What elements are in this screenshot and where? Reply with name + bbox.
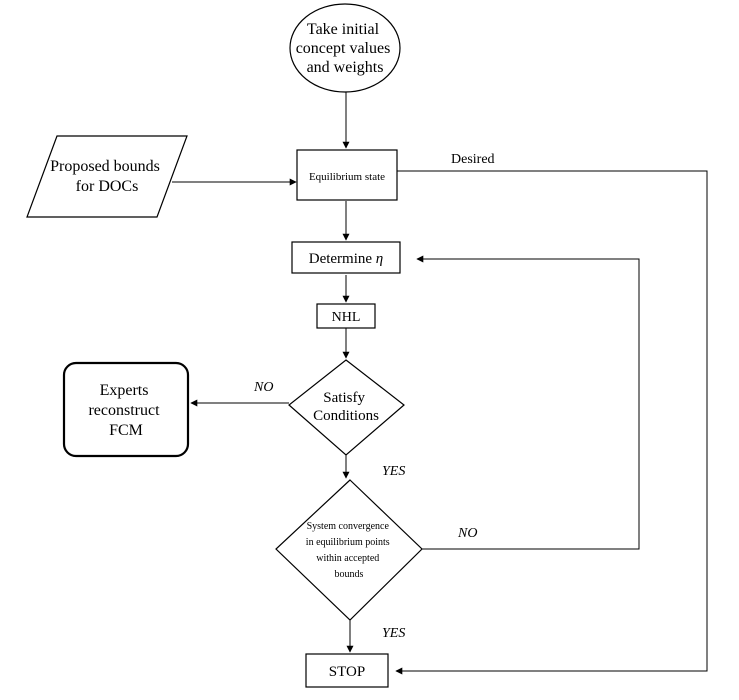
convergence-line-2: in equilibrium points <box>306 537 390 548</box>
experts-line-3: FCM <box>109 422 143 439</box>
determine-label: Determine η <box>309 251 384 267</box>
bounds-label: Proposed bounds for DOCs <box>50 158 164 195</box>
node-texts: Take initial concept values and weights … <box>50 21 395 680</box>
equilibrium-label: Equilibrium state <box>309 171 385 183</box>
edge-equilibrium-to-stop <box>395 170 708 675</box>
nhl-label: NHL <box>332 310 361 325</box>
experts-line-1: Experts <box>100 382 149 399</box>
bounds-line-1: Proposed bounds <box>50 158 160 175</box>
nhl-box <box>316 303 376 329</box>
start-line-2: concept values <box>296 40 391 57</box>
yes-label-convergence: YES <box>382 626 405 641</box>
convergence-line-1: System convergence <box>307 521 390 532</box>
start-label: Take initial concept values and weights <box>296 21 395 76</box>
bounds-line-2: for DOCs <box>76 178 139 195</box>
bounds-parallelogram <box>26 135 188 218</box>
experts-label: Experts reconstruct FCM <box>88 382 163 439</box>
satisfy-line-2: Conditions <box>313 408 379 424</box>
satisfy-label: Satisfy Conditions <box>313 390 379 424</box>
convergence-label: System convergence in equilibrium points… <box>306 521 392 580</box>
stop-box <box>305 653 389 688</box>
convergence-line-4: bounds <box>335 569 364 580</box>
start-ellipse <box>289 3 401 93</box>
node-shapes <box>26 3 423 688</box>
start-line-3: and weights <box>307 59 384 76</box>
edges <box>172 92 708 675</box>
experts-line-2: reconstruct <box>88 402 160 419</box>
stop-label: STOP <box>329 664 365 680</box>
no-label-satisfy: NO <box>253 380 273 395</box>
determine-text: Determine <box>309 251 376 267</box>
no-label-convergence: NO <box>457 526 477 541</box>
edge-convergence-to-determine <box>416 255 640 550</box>
determine-box <box>291 241 401 274</box>
desired-label: Desired <box>451 152 495 167</box>
start-line-1: Take initial <box>307 21 380 38</box>
satisfy-line-1: Satisfy <box>323 390 365 406</box>
experts-box <box>62 361 190 458</box>
edge-labels: Desired NO YES NO YES <box>253 152 495 641</box>
equilibrium-box <box>296 149 398 201</box>
satisfy-diamond <box>288 359 405 456</box>
convergence-line-3: within accepted <box>316 553 379 564</box>
eta-symbol: η <box>376 251 383 267</box>
convergence-diamond <box>275 479 423 621</box>
yes-label-satisfy: YES <box>382 464 405 479</box>
